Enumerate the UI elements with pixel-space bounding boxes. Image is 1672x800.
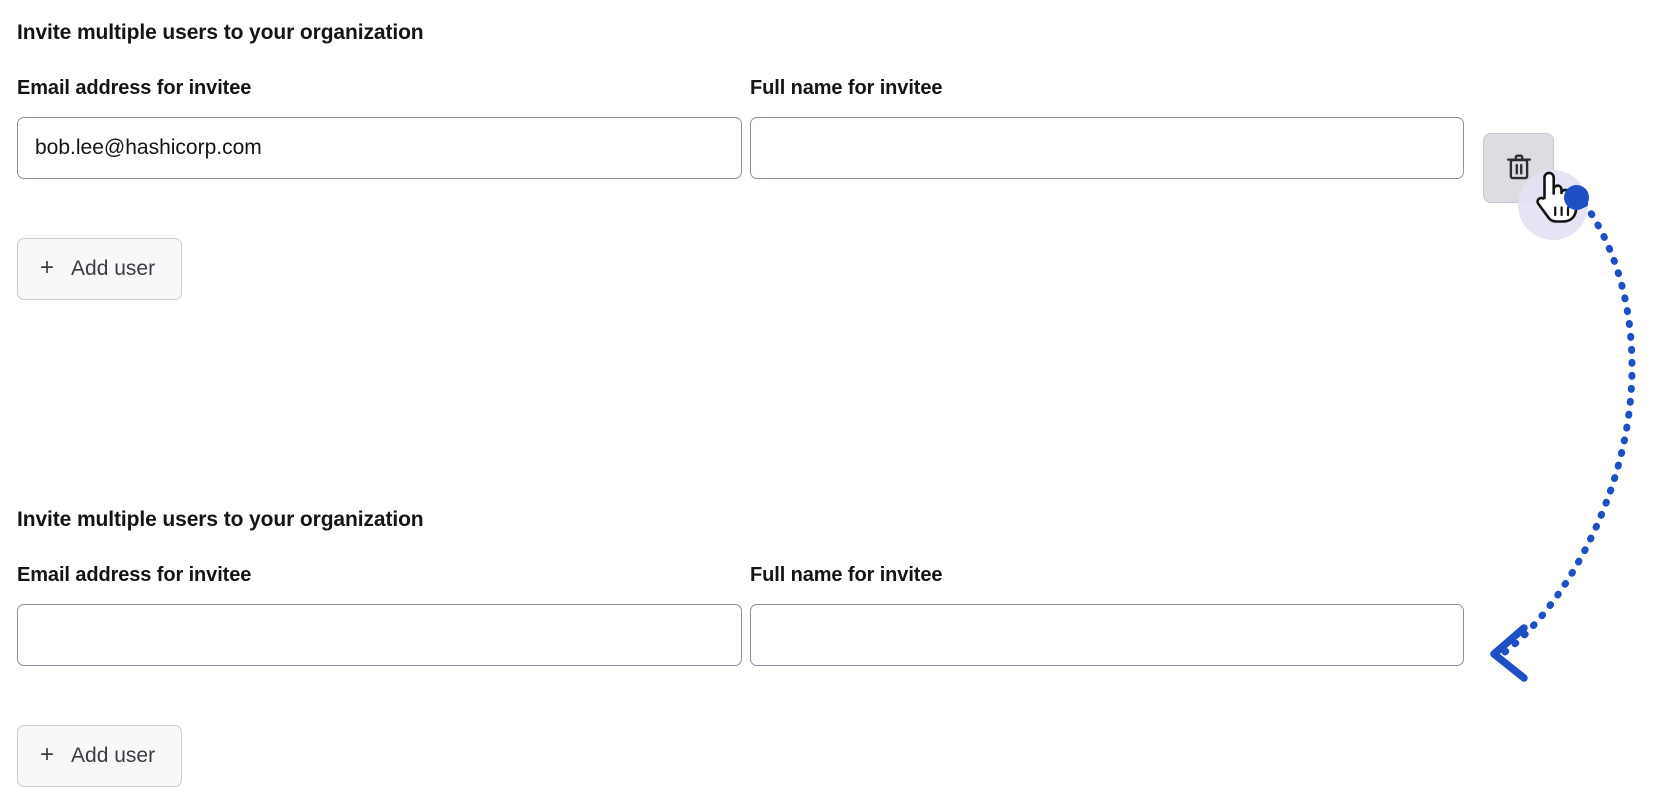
add-user-button-label: Add user bbox=[71, 257, 156, 280]
fullname-field-label: Full name for invitee bbox=[750, 77, 943, 99]
plus-icon: + bbox=[40, 254, 55, 281]
invitee-row: Email address for invitee Full name for … bbox=[0, 76, 1672, 196]
add-user-button-2[interactable]: + Add user bbox=[17, 725, 183, 787]
email-input[interactable] bbox=[17, 117, 742, 179]
email-field-group: Email address for invitee bbox=[17, 76, 742, 179]
fullname-field-group: Full name for invitee bbox=[750, 76, 1464, 179]
page-title-2: Invite multiple users to your organizati… bbox=[17, 508, 424, 531]
email-field-label: Email address for invitee bbox=[17, 77, 252, 99]
fullname-field-label-2: Full name for invitee bbox=[750, 564, 943, 586]
fullname-input[interactable] bbox=[750, 117, 1464, 179]
add-user-button[interactable]: + Add user bbox=[17, 238, 183, 300]
email-field-label-2: Email address for invitee bbox=[17, 564, 252, 586]
plus-icon-2: + bbox=[40, 741, 55, 768]
add-user-button-label-2: Add user bbox=[71, 744, 156, 767]
page-title: Invite multiple users to your organizati… bbox=[17, 21, 424, 44]
fullname-field-group-2: Full name for invitee bbox=[750, 563, 1464, 666]
delete-invitee-button[interactable] bbox=[1483, 133, 1554, 203]
fullname-input-2[interactable] bbox=[750, 604, 1464, 666]
email-input-2[interactable] bbox=[17, 604, 742, 666]
email-field-group-2: Email address for invitee bbox=[17, 563, 742, 666]
trash-icon bbox=[1504, 152, 1534, 184]
invitee-row-2: Email address for invitee Full name for … bbox=[0, 563, 1672, 683]
